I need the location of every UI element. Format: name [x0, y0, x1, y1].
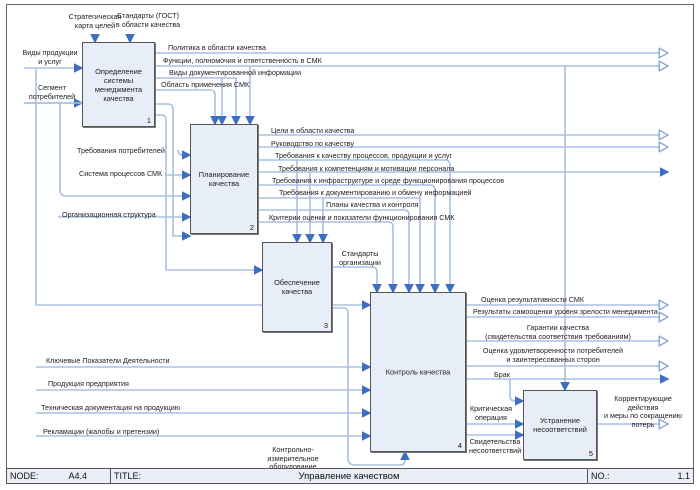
label-process-system: Система процессов СМК — [79, 169, 163, 178]
box-3-number: 3 — [323, 321, 328, 330]
label-process-requirements: Требования к качеству процессов, продукц… — [275, 151, 453, 160]
label-kpi: Ключевые Показатели Деятельности — [46, 356, 170, 365]
box-1-number: 1 — [146, 116, 151, 125]
label-quality-goals: Цели в области качества — [271, 126, 355, 135]
label-defect: Брак — [494, 370, 510, 379]
number-cell: NO.: 1.1 — [588, 469, 693, 483]
box-2-title: Планирование качества — [198, 170, 250, 188]
label-tech-docs: Техническая документация на продукцию — [41, 403, 181, 412]
title-label: TITLE: — [114, 471, 142, 481]
box-1-definition[interactable]: Определение системы менеджмента качества… — [82, 42, 155, 127]
node-label: NODE: — [10, 471, 39, 481]
node-cell: NODE: A4.4 — [7, 469, 111, 483]
label-customer-requirements: Требования потребителей — [77, 146, 165, 155]
label-customer-segment: Сегмент потребителей — [28, 83, 76, 101]
box-4-number: 4 — [457, 441, 462, 450]
label-competence-requirements: Требования к компетенциям и мотивации пе… — [278, 164, 455, 173]
label-enterprise-products: Продукция предприятия — [48, 379, 129, 388]
label-self-assessment: Результаты самооценки уровня зрелости ме… — [473, 307, 658, 316]
title-cell: TITLE: Управление качеством — [111, 469, 588, 483]
label-org-structure: Организационная структура — [62, 210, 156, 219]
label-gost: Стандарты (ГОСТ) в области качества — [115, 11, 181, 29]
label-nonconformity-evidence: Свидетельства несоответствий — [469, 437, 522, 455]
label-quality-plans: Планы качества и контроля — [326, 200, 419, 209]
box-3-assurance[interactable]: Обеспечение качества 3 — [262, 242, 332, 332]
label-criteria: Критерии оценки и показатели функциониро… — [269, 213, 455, 222]
label-qms-effectiveness: Оценка результативности СМК — [481, 295, 585, 304]
label-doc-types: Виды документированной информации — [169, 68, 301, 77]
label-quality-manual: Руководство по качеству — [271, 139, 354, 148]
label-documentation-requirements: Требования к документированию и обмену и… — [279, 188, 472, 197]
box-2-planning[interactable]: Планирование качества 2 — [190, 124, 258, 234]
node-value: A4.4 — [68, 471, 87, 481]
arrow-input-requirements — [177, 149, 192, 160]
label-infrastructure-requirements: Требования к инфраструктуре и среде функ… — [272, 176, 505, 185]
label-quality-policy: Политика в области качества — [168, 43, 267, 52]
label-quality-guarantees: Гарантии качества (свидетельства соответ… — [485, 323, 631, 341]
title-block: NODE: A4.4 TITLE: Управление качеством N… — [6, 468, 694, 484]
no-label: NO.: — [591, 471, 610, 481]
no-value: 1.1 — [677, 471, 690, 481]
label-measuring-equipment: Контрольно-измерительное оборудование — [267, 445, 319, 472]
box-5-nonconformity[interactable]: Устранение несоответствий 5 — [523, 390, 597, 460]
box-5-number: 5 — [588, 449, 593, 458]
label-satisfaction: Оценка удовлетворенности потребителей и … — [482, 346, 624, 364]
box-1-title: Определение системы менеджмента качества — [94, 66, 143, 103]
label-functions: Функции, полномочия и ответственность в … — [163, 56, 322, 65]
label-claims: Рекламации (жалобы и претензии) — [43, 427, 160, 436]
label-product-types: Виды продукции и услуг — [22, 48, 78, 66]
label-corrective-actions: Корректирующие действия и меры по сокращ… — [603, 394, 682, 429]
label-org-standards: Стандарты организации — [339, 249, 381, 267]
title-value: Управление качеством — [298, 470, 400, 482]
box-4-control[interactable]: Контроль качества 4 — [370, 292, 466, 452]
box-3-title: Обеспечение качества — [274, 278, 320, 296]
box-4-title: Контроль качества — [385, 367, 451, 377]
box-5-title: Устранение несоответствий — [533, 416, 587, 434]
label-scope: Область применения СМК — [161, 80, 250, 89]
label-strategy-map: Стратегическая карта целей — [68, 12, 122, 30]
label-critical-operation: Критическая операция — [469, 404, 513, 422]
box-2-number: 2 — [249, 223, 254, 232]
